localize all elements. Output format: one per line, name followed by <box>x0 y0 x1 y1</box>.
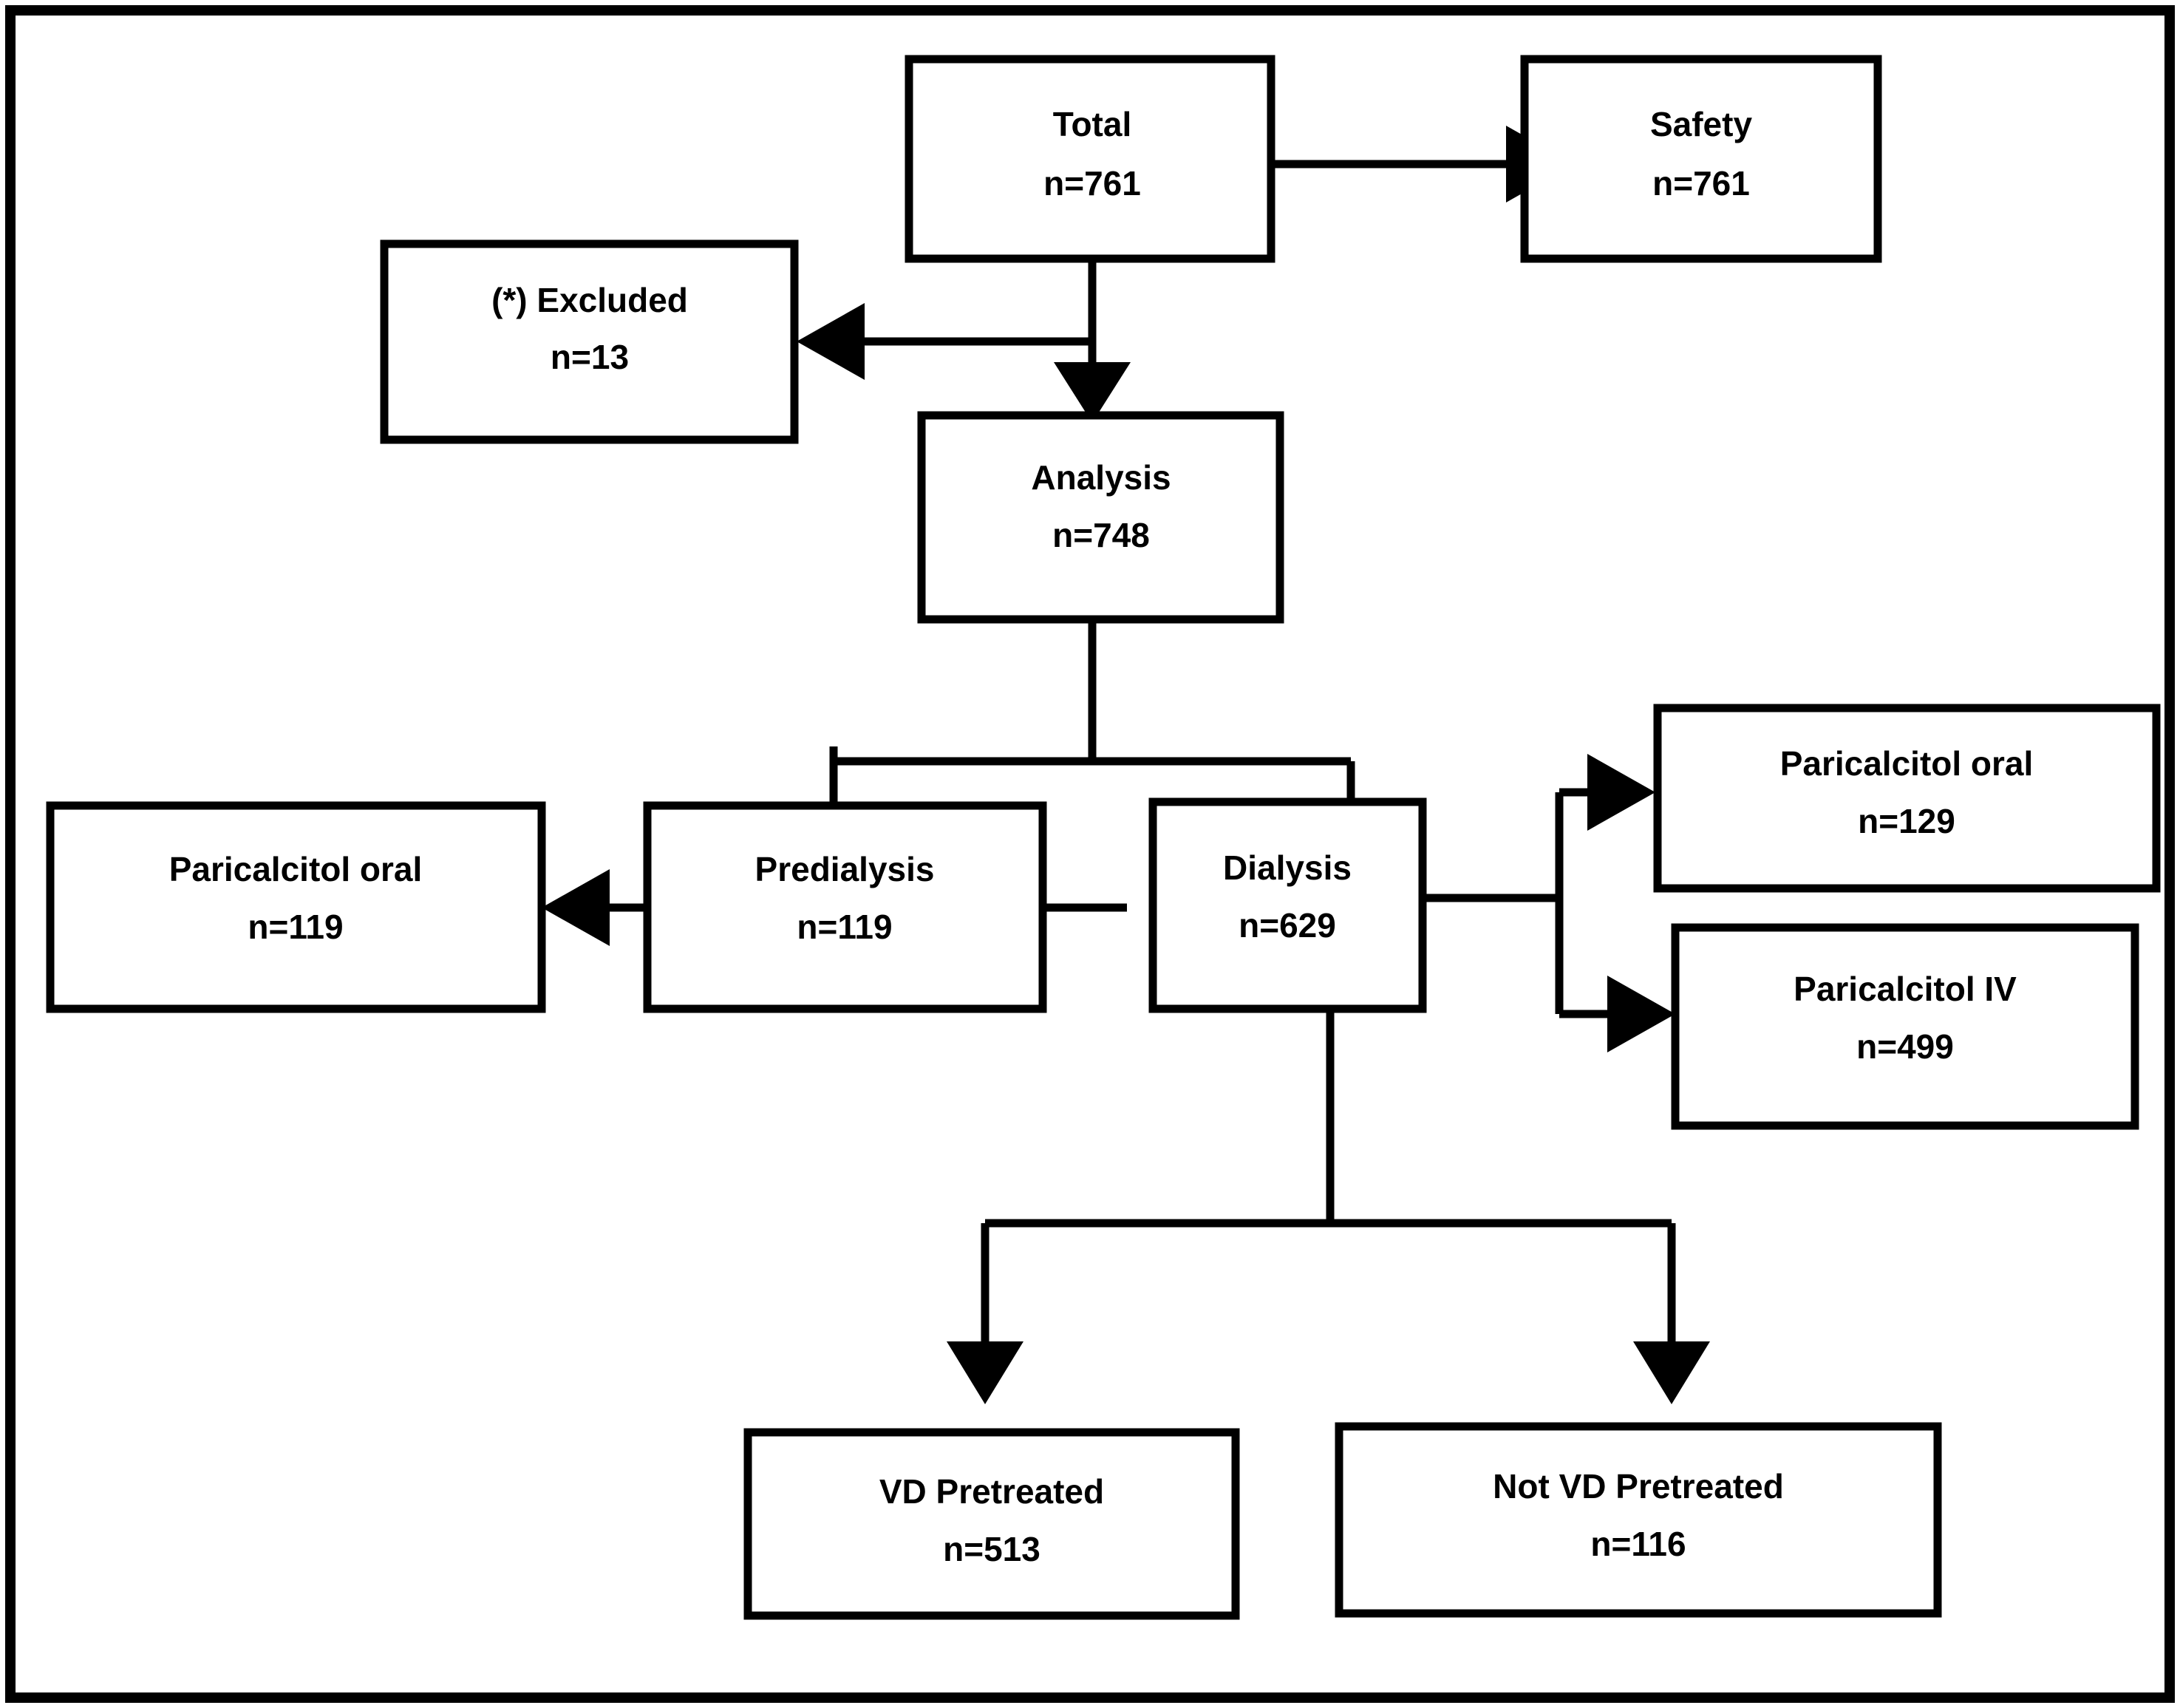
node-vd-pretreated-count: n=513 <box>943 1530 1040 1568</box>
arrowhead-total-to-excluded <box>797 303 865 380</box>
arrowhead-predialysis-to-pari-oral <box>542 869 610 946</box>
node-excluded-label: (*) Excluded <box>491 281 688 319</box>
node-paricalcitol-iv-label: Paricalcitol IV <box>1794 970 2017 1008</box>
node-excluded-box[interactable] <box>380 239 799 444</box>
node-predialysis[interactable]: Predialysis n=119 <box>643 801 1047 1013</box>
node-not-vd-pretreated-label: Not VD Pretreated <box>1493 1467 1784 1505</box>
node-total[interactable]: Total n=761 <box>905 55 1275 263</box>
arrowhead-dialysis-to-pari-oral-129 <box>1587 754 1655 831</box>
node-analysis-count: n=748 <box>1052 516 1150 554</box>
node-paricalcitol-oral-predialysis-label: Paricalcitol oral <box>169 850 423 888</box>
arrowhead-dialysis-to-not-vd-pretreated <box>1633 1341 1710 1404</box>
node-not-vd-pretreated-box[interactable] <box>1335 1422 1942 1618</box>
node-vd-pretreated[interactable]: VD Pretreated n=513 <box>743 1428 1240 1620</box>
node-excluded-count: n=13 <box>551 338 629 376</box>
node-total-count: n=761 <box>1043 164 1141 203</box>
node-vd-pretreated-box[interactable] <box>743 1428 1240 1620</box>
node-predialysis-box[interactable] <box>643 801 1047 1013</box>
node-dialysis-box[interactable] <box>1148 797 1427 1013</box>
node-predialysis-label: Predialysis <box>755 850 935 888</box>
node-safety-label: Safety <box>1650 105 1752 143</box>
arrowhead-total-to-analysis <box>1054 362 1131 423</box>
arrowhead-dialysis-to-vd-pretreated <box>947 1341 1023 1404</box>
node-predialysis-count: n=119 <box>797 908 892 946</box>
node-paricalcitol-iv-box[interactable] <box>1671 923 2139 1130</box>
node-excluded[interactable]: (*) Excluded n=13 <box>380 239 799 444</box>
node-paricalcitol-oral-predialysis-count: n=119 <box>248 908 343 946</box>
node-total-label: Total <box>1053 105 1131 143</box>
node-paricalcitol-iv[interactable]: Paricalcitol IV n=499 <box>1671 923 2139 1130</box>
node-dialysis-count: n=629 <box>1239 906 1336 945</box>
node-dialysis-label: Dialysis <box>1223 848 1352 887</box>
node-analysis[interactable]: Analysis n=748 <box>917 411 1284 624</box>
node-paricalcitol-oral-predialysis-box[interactable] <box>46 801 546 1013</box>
node-paricalcitol-oral-dialysis[interactable]: Paricalcitol oral n=129 <box>1653 704 2161 893</box>
arrowhead-dialysis-to-pari-iv <box>1607 976 1675 1052</box>
node-analysis-label: Analysis <box>1031 458 1171 497</box>
node-vd-pretreated-label: VD Pretreated <box>879 1472 1104 1511</box>
node-paricalcitol-oral-dialysis-label: Paricalcitol oral <box>1780 744 2034 783</box>
node-paricalcitol-iv-count: n=499 <box>1856 1027 1954 1066</box>
node-dialysis[interactable]: Dialysis n=629 <box>1148 797 1427 1013</box>
node-total-box[interactable] <box>905 55 1275 263</box>
node-analysis-box[interactable] <box>917 411 1284 624</box>
figure-border <box>5 5 2175 1703</box>
node-paricalcitol-oral-dialysis-count: n=129 <box>1858 802 1955 840</box>
node-safety[interactable]: Safety n=761 <box>1520 55 1882 263</box>
node-not-vd-pretreated[interactable]: Not VD Pretreated n=116 <box>1335 1422 1942 1618</box>
node-safety-box[interactable] <box>1520 55 1882 263</box>
node-paricalcitol-oral-predialysis[interactable]: Paricalcitol oral n=119 <box>46 801 546 1013</box>
node-paricalcitol-oral-dialysis-box[interactable] <box>1653 704 2161 893</box>
node-not-vd-pretreated-count: n=116 <box>1590 1525 1686 1563</box>
node-safety-count: n=761 <box>1652 164 1750 203</box>
